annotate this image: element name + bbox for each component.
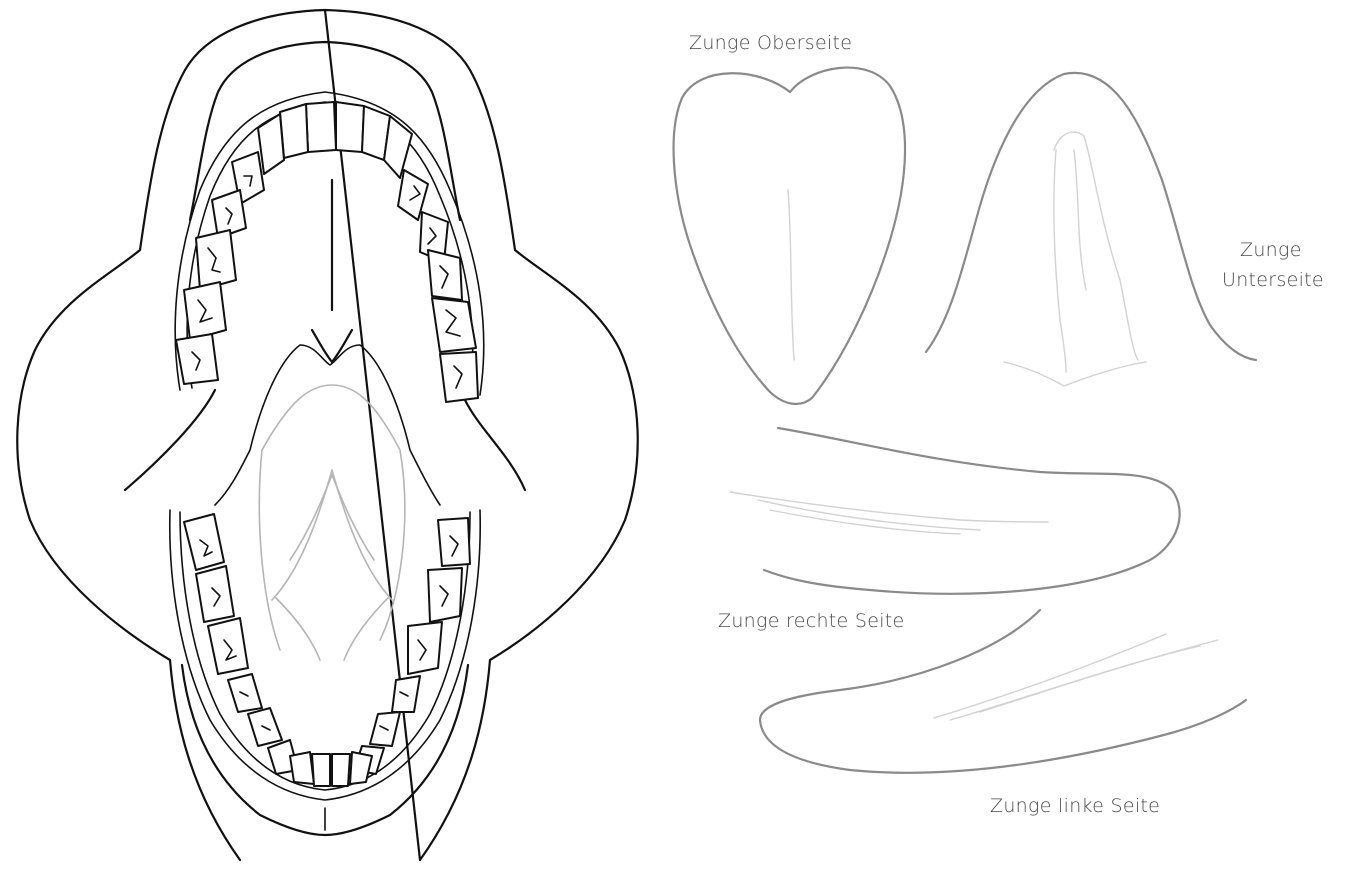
- label-tongue-left: Zunge linke Seite: [990, 795, 1160, 817]
- tongue-top-midline: [788, 190, 794, 360]
- lower-incisor: [350, 752, 372, 784]
- tongue-underside-frenulum: [1054, 132, 1138, 360]
- label-tongue-top: Zunge Oberseite: [689, 32, 852, 54]
- lower-molar: [196, 566, 234, 622]
- upper-molar: [428, 250, 462, 300]
- label-tongue-under-1: Zunge: [1240, 239, 1302, 261]
- mouth-floor-outline: [215, 345, 440, 505]
- floor-tongue-frenulum: [272, 470, 392, 600]
- uvula-notch: [312, 330, 352, 362]
- upper-incisor: [280, 104, 308, 158]
- upper-incisor: [306, 102, 336, 152]
- tongue-right-detail: [758, 500, 980, 530]
- tongue-underside-view: Zunge Unterseite: [926, 73, 1324, 386]
- tongue-left-outline: [760, 610, 1246, 773]
- lower-molar: [428, 568, 462, 622]
- label-tongue-right: Zunge rechte Seite: [718, 610, 905, 632]
- tongue-left-detail: [934, 634, 1166, 718]
- floor-tongue-outline: [259, 450, 280, 650]
- open-mouth-illustration: [17, 10, 637, 860]
- tongue-right-detail: [730, 492, 1048, 522]
- left-cheek-line: [125, 390, 215, 490]
- tongue-underside-base: [1004, 362, 1146, 386]
- tongue-right-detail: [770, 510, 960, 534]
- lower-premolar: [392, 676, 420, 712]
- lower-incisor: [312, 754, 330, 786]
- tongue-underside-frenulum: [1054, 150, 1066, 372]
- label-tongue-under-2: Unterseite: [1222, 269, 1324, 291]
- tongue-right-side-view: Zunge rechte Seite: [718, 428, 1180, 632]
- lower-incisor: [290, 752, 314, 784]
- upper-canine: [258, 114, 284, 174]
- tongue-left-side-view: Zunge linke Seite: [760, 610, 1246, 817]
- upper-molar: [432, 298, 476, 352]
- lower-incisor: [332, 754, 350, 786]
- tongue-top-view: Zunge Oberseite: [674, 32, 905, 404]
- upper-incisor: [336, 102, 364, 152]
- tongue-underside-outline: [926, 73, 1256, 360]
- right-cheek-line: [465, 400, 525, 490]
- tongue-top-outline: [674, 68, 905, 404]
- tongue-right-upper-outline: [764, 428, 1180, 594]
- tongue-left-detail: [980, 646, 1200, 712]
- floor-tongue-frenulum: [290, 475, 374, 560]
- floor-tongue-frenulum: [276, 598, 388, 660]
- lower-premolar: [228, 674, 262, 712]
- upper-molar: [440, 352, 478, 402]
- lower-molar: [438, 518, 470, 566]
- upper-molar: [176, 334, 218, 384]
- tongue-underside-vein: [1074, 150, 1086, 290]
